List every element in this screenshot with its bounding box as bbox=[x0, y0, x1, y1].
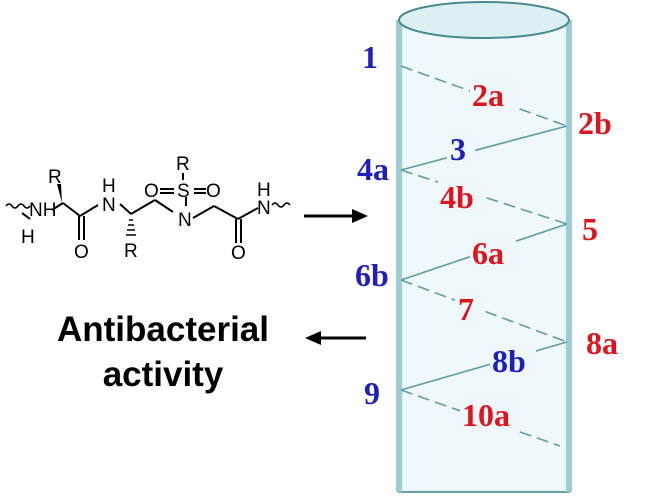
label-6a: 6a bbox=[472, 235, 504, 271]
atom-n-mid: N bbox=[102, 195, 116, 216]
helix-back-segment bbox=[400, 279, 568, 343]
atom-n-sulfonyl: N bbox=[178, 210, 192, 231]
caption-line-1: Antibacterial bbox=[57, 310, 269, 349]
atom-r-sulfonyl: R bbox=[176, 154, 190, 175]
label-3: 3 bbox=[450, 131, 466, 167]
helix-front-segment bbox=[400, 341, 568, 391]
label-7: 7 bbox=[458, 291, 474, 327]
bond bbox=[79, 204, 99, 217]
atom-o-sulfonyl-right: O bbox=[206, 181, 221, 202]
helix bbox=[400, 65, 568, 447]
label-10a: 10a bbox=[462, 397, 510, 433]
bond bbox=[130, 199, 156, 215]
atom-o-right: O bbox=[231, 243, 246, 264]
chemical-structure bbox=[5, 173, 291, 243]
bond bbox=[21, 212, 31, 220]
label-6b: 6b bbox=[355, 257, 389, 293]
label-1: 1 bbox=[362, 39, 378, 75]
hashed-bond bbox=[126, 219, 136, 236]
label-5: 5 bbox=[582, 211, 598, 247]
label-2a: 2a bbox=[472, 77, 504, 113]
arrow-left bbox=[305, 331, 366, 345]
bond bbox=[51, 202, 64, 211]
label-8a: 8a bbox=[586, 325, 618, 361]
atom-s: S bbox=[177, 181, 190, 202]
bond bbox=[119, 203, 132, 215]
atom-o-left: O bbox=[74, 242, 89, 263]
label-backgrounds bbox=[438, 77, 536, 431]
helix-labels: 1 2a 2b 3 4a 4b 5 6a 6b 7 8a 8b 9 10a bbox=[355, 39, 618, 433]
label-8b: 8b bbox=[492, 343, 526, 379]
bond bbox=[213, 205, 239, 220]
label-2b: 2b bbox=[578, 105, 612, 141]
atom-h-left: H bbox=[21, 227, 35, 248]
atom-o-sulfonyl-left: O bbox=[144, 181, 159, 202]
helix-front-segment bbox=[400, 125, 568, 171]
atom-r-top: R bbox=[48, 167, 62, 188]
helix-back-segment bbox=[400, 389, 561, 447]
wavy-bond-right bbox=[271, 202, 291, 208]
caption-line-2: activity bbox=[103, 355, 224, 394]
bond bbox=[62, 202, 81, 217]
helix-back-segment bbox=[400, 169, 568, 225]
arrow-right bbox=[304, 209, 368, 223]
label-9: 9 bbox=[364, 375, 380, 411]
atom-nh-left: NH bbox=[29, 200, 56, 221]
atom-h-mid: H bbox=[102, 176, 116, 197]
atom-labels: NH H R O H N R R O S O N O H N bbox=[21, 154, 271, 264]
bond bbox=[237, 207, 259, 220]
label-4b: 4b bbox=[440, 179, 474, 215]
wedge-bond bbox=[57, 184, 62, 203]
wavy-bond-left bbox=[5, 203, 31, 209]
atom-n-right: N bbox=[257, 198, 271, 219]
bond bbox=[192, 205, 215, 219]
label-4a: 4a bbox=[357, 151, 389, 187]
cylinder-top bbox=[398, 1, 570, 39]
atom-r-bottom: R bbox=[124, 241, 138, 262]
atom-h-right: H bbox=[257, 180, 271, 201]
bond bbox=[154, 199, 174, 213]
helix-back-segment bbox=[400, 65, 568, 127]
